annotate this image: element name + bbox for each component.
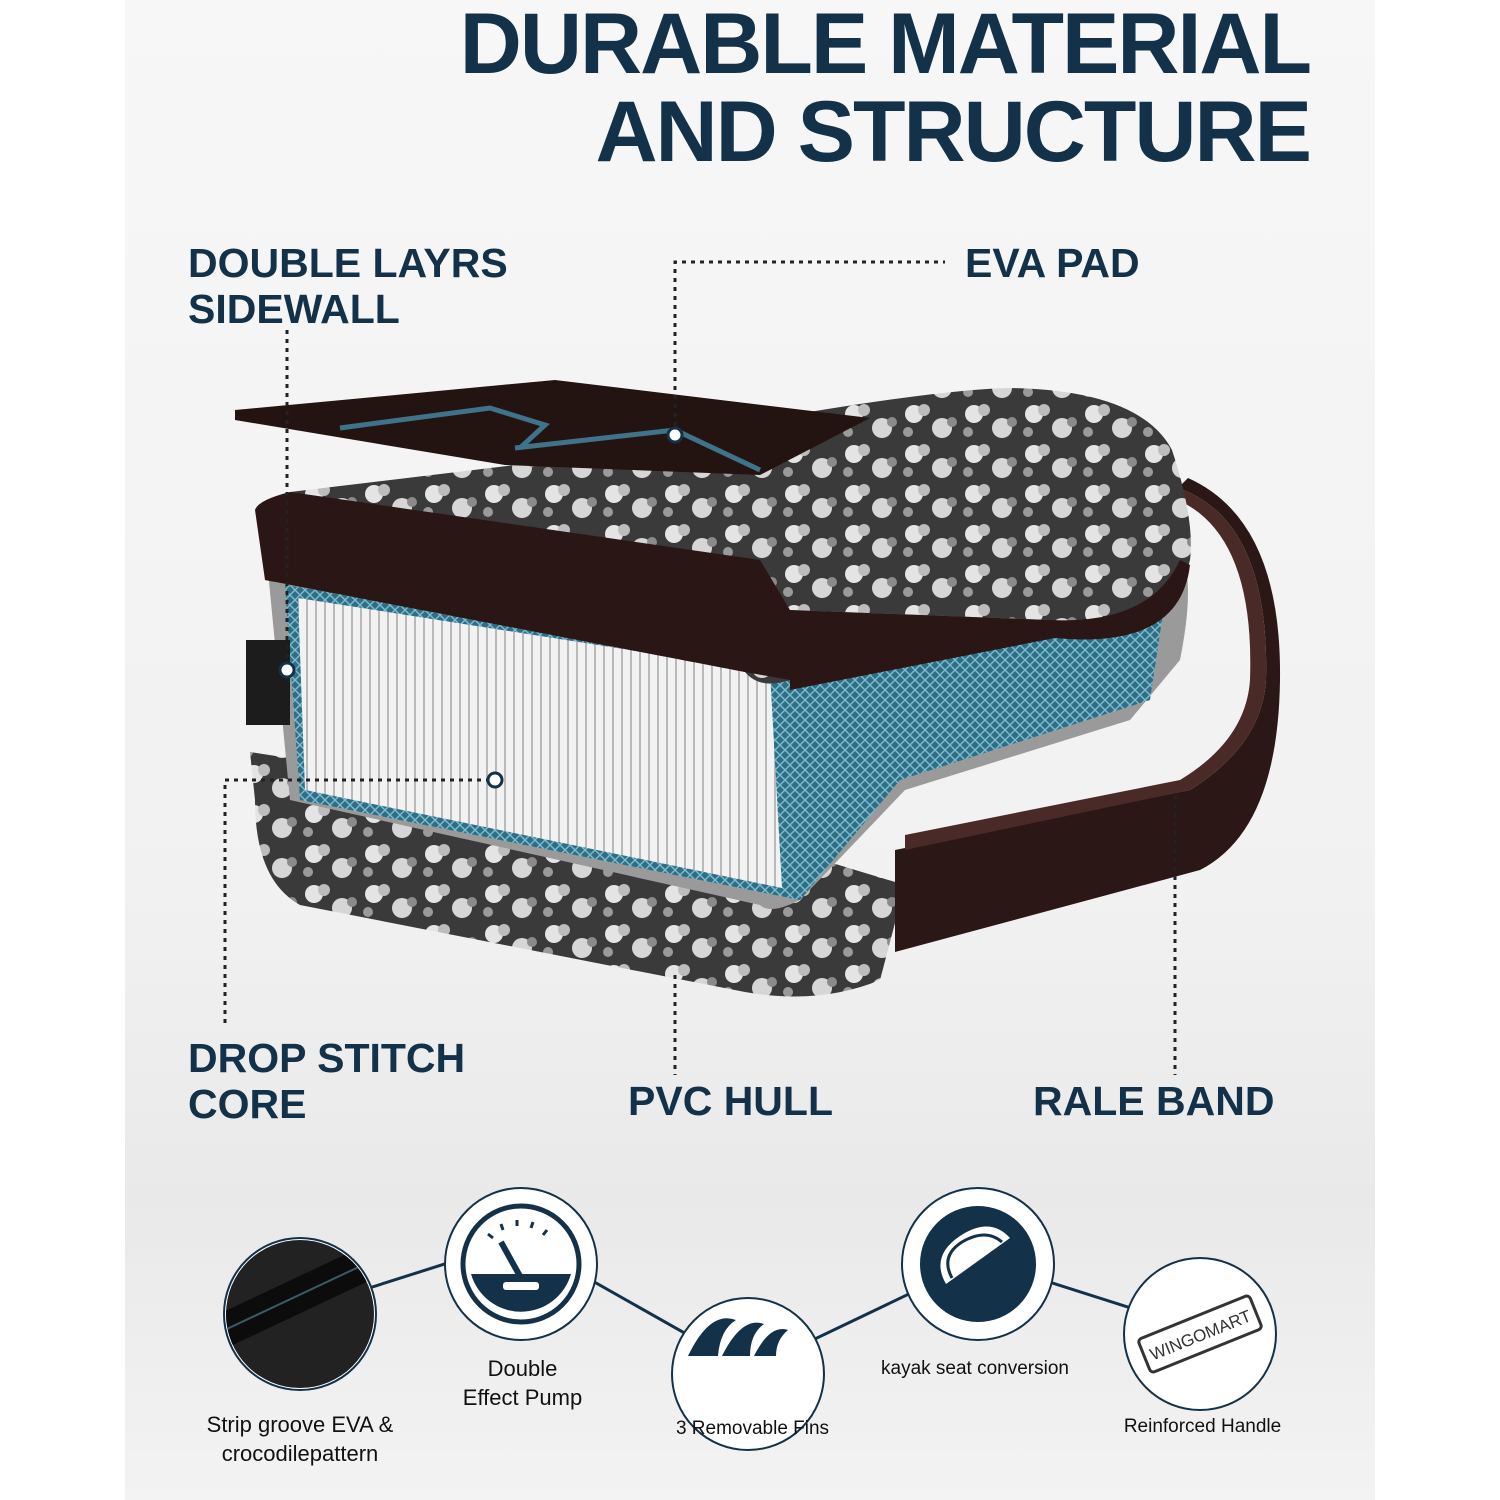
callout-drop-stitch-line2: CORE (188, 1081, 307, 1127)
feature-eva-line2: crocodilepattern (221, 1441, 379, 1466)
feature-fins-line1: 3 Removable Fins (675, 1418, 830, 1439)
callout-lines (223, 260, 1177, 1075)
sidewall-patch (246, 640, 290, 725)
callout-drop-stitch: DROP STITCH CORE (188, 1035, 465, 1127)
eva-sample-icon (223, 1237, 377, 1391)
callout-eva-pad: EVA PAD (965, 240, 1140, 286)
feature-pump-line2: Effect Pump (462, 1385, 583, 1410)
feature-pump-line1: Double (487, 1356, 558, 1381)
title-line-1: DURABLE MATERIAL (459, 0, 1312, 92)
callout-dots (278, 426, 684, 789)
feature-handle-caption: Reinforced Handle (1090, 1412, 1315, 1441)
feature-eva-line1: Strip groove EVA & (206, 1412, 394, 1437)
callout-drop-stitch-line1: DROP STITCH (188, 1035, 466, 1081)
fins-icon (671, 1297, 825, 1451)
callout-rale-band: RALE BAND (1033, 1078, 1275, 1124)
feature-fins-caption: 3 Removable Fins (640, 1414, 865, 1443)
handle-tag-icon: WINGOMART (1123, 1257, 1277, 1411)
feature-eva-caption: Strip groove EVA & crocodilepattern (165, 1410, 435, 1468)
callout-sidewall: DOUBLE LAYRS SIDEWALL (188, 240, 508, 332)
feature-kayak-caption: kayak seat conversion (855, 1354, 1095, 1383)
feature-handle-line1: Reinforced Handle (1123, 1416, 1282, 1437)
rail-band-outer (895, 478, 1281, 952)
kayak-seat-icon (901, 1187, 1055, 1341)
callout-sidewall-line2: SIDEWALL (188, 286, 400, 332)
feature-kayak-line1: kayak seat conversion (881, 1358, 1069, 1379)
callout-pvc-hull: PVC HULL (628, 1078, 833, 1124)
title-line-2: AND STRUCTURE (595, 84, 1312, 180)
page-title: DURABLE MATERIAL AND STRUCTURE (459, 0, 1312, 180)
feature-pump-caption: Double Effect Pump (410, 1354, 635, 1412)
eva-pad (235, 380, 870, 475)
callout-sidewall-line1: DOUBLE LAYRS (188, 240, 508, 286)
pump-gauge-icon (444, 1187, 598, 1341)
